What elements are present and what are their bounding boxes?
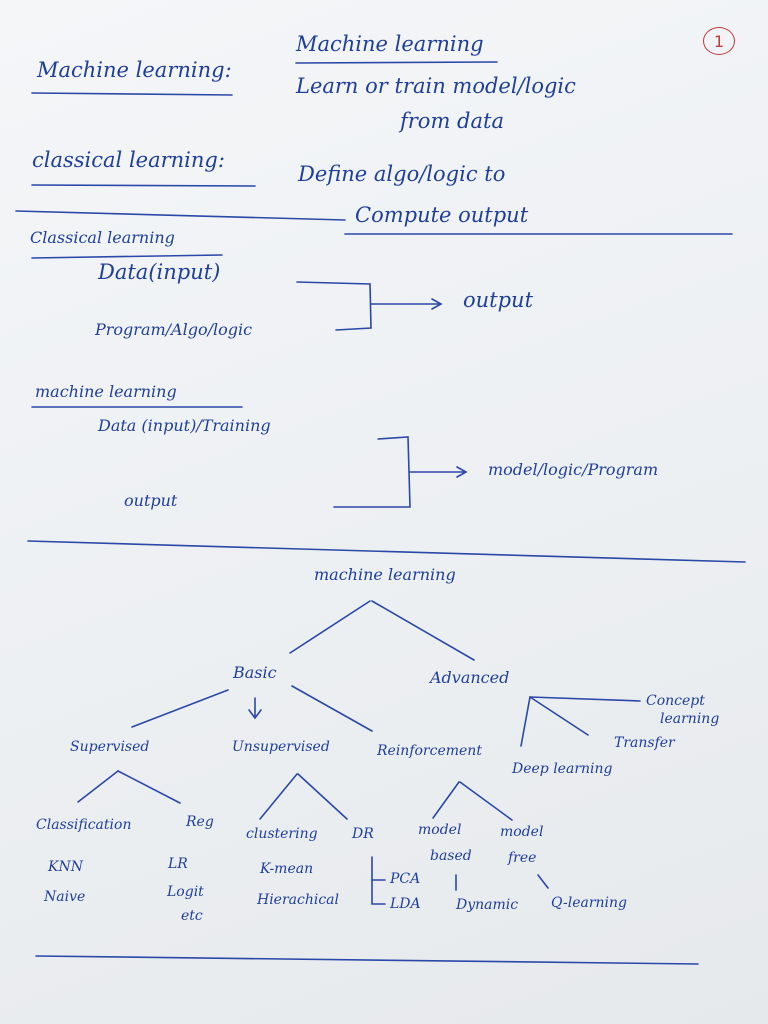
tree-dynamic: Dynamic: [456, 897, 519, 913]
classical-arrow-head: [431, 298, 443, 310]
tree-kmean: K-mean: [260, 861, 314, 877]
tree-dr: DR: [352, 826, 374, 842]
tree-etc: etc: [181, 908, 203, 924]
branch-root-advanced: [371, 600, 475, 661]
tree-hierarchical: Hierachical: [257, 892, 340, 908]
separator-1: [15, 210, 346, 221]
tree-q-learning: Q-learning: [551, 895, 627, 911]
underline-cl-term: [31, 184, 256, 187]
classical-heading: Classical learning: [30, 228, 175, 247]
tree-deep-learning: Deep learning: [512, 761, 613, 777]
dr-bracket: [371, 856, 386, 905]
tree-root: machine learning: [314, 565, 456, 584]
page-number: 1: [703, 27, 735, 55]
ml-flow-result: model/logic/Program: [488, 460, 659, 479]
cl-def-line1: Define algo/logic to: [298, 162, 506, 186]
tree-advanced: Advanced: [430, 668, 510, 687]
branch-unsup-clust: [259, 773, 298, 820]
separator-2: [27, 540, 746, 563]
branch-root-basic: [289, 600, 371, 654]
tree-logit: Logit: [167, 884, 204, 900]
branch-unsup-dr: [297, 773, 348, 820]
tree-transfer: Transfer: [614, 735, 675, 751]
underline-ml-term: [31, 92, 233, 96]
tree-lr: LR: [168, 856, 188, 872]
tree-reg: Reg: [186, 814, 214, 830]
ml-arrow-head: [456, 466, 468, 478]
ml-def-heading: Machine learning: [296, 32, 484, 56]
branch-basic-reinforcement: [291, 685, 373, 732]
branch-adv-transfer: [529, 696, 589, 736]
tree-classification: Classification: [36, 817, 132, 833]
branch-adv-concept: [529, 696, 641, 702]
classical-bracket: [296, 281, 372, 331]
underline-ml-heading: [295, 61, 498, 64]
tree-knn: KNN: [48, 859, 83, 875]
tree-concept-2: learning: [660, 711, 720, 727]
ml-term: Machine learning:: [37, 58, 232, 82]
branch-basic-supervised: [131, 689, 229, 728]
bottom-rule: [35, 955, 699, 965]
branch-adv-deep: [520, 696, 531, 747]
classical-input-program: Program/Algo/logic: [95, 320, 253, 339]
tree-supervised: Supervised: [70, 739, 150, 755]
underline-classical-heading: [31, 254, 223, 259]
tree-concept-1: Concept: [646, 693, 705, 709]
tree-lda: LDA: [390, 896, 421, 912]
branch-sup-class: [77, 770, 119, 803]
cl-def-line2: Compute output: [355, 203, 529, 227]
branch-rl-free: [459, 781, 513, 821]
tree-basic: Basic: [233, 663, 277, 682]
classical-input-data: Data(input): [98, 260, 221, 284]
ml-flow-input-output: output: [124, 491, 178, 510]
branch-rl-based: [432, 781, 460, 819]
tree-unsupervised: Unsupervised: [232, 739, 330, 755]
tree-model-based-2: based: [430, 848, 472, 864]
tree-clustering: clustering: [246, 826, 318, 842]
tree-reinforcement: Reinforcement: [377, 743, 482, 759]
ml-def-line2: from data: [400, 109, 504, 133]
tree-model-free-1: model: [500, 824, 544, 840]
branch-sup-reg: [117, 770, 181, 804]
ml-bracket: [333, 436, 411, 508]
free-qlearn-line: [537, 874, 549, 889]
ml-flow-heading: machine learning: [35, 382, 177, 401]
tree-pca: PCA: [390, 871, 421, 887]
ml-flow-input-data: Data (input)/Training: [98, 416, 271, 435]
tree-naive: Naive: [44, 889, 86, 905]
branch-basic-unsupervised-head: [248, 709, 262, 720]
tree-model-free-2: free: [508, 850, 537, 866]
classical-output: output: [463, 288, 534, 312]
tree-model-based-1: model: [418, 822, 462, 838]
ml-def-line1: Learn or train model/logic: [296, 74, 576, 98]
cl-term: classical learning:: [32, 148, 225, 172]
